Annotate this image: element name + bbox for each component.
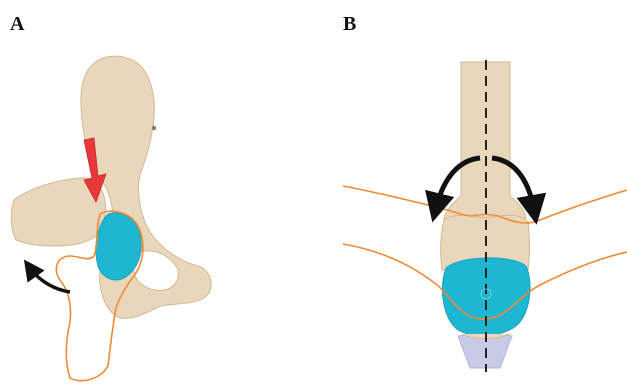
- panel-a-illustration: [11, 56, 211, 381]
- curved-rotation-arrow-icon: [30, 268, 70, 292]
- panel-b-illustration: [343, 60, 627, 372]
